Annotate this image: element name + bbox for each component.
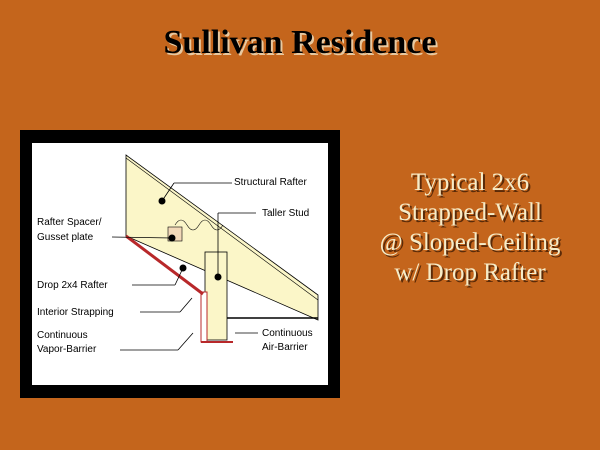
label-taller-stud: Taller Stud (262, 208, 309, 219)
label-air-barrier-1: Continuous (262, 328, 313, 339)
label-vapor-barrier-2: Vapor-Barrier (37, 344, 97, 355)
label-drop-rafter: Drop 2x4 Rafter (37, 280, 108, 291)
label-air-barrier-2: Air-Barrier (262, 342, 308, 353)
interior-strapping (200, 291, 208, 343)
caption-line: Typical 2x6 (410, 169, 530, 196)
slide-caption: Typical 2x6 Strapped-Wall @ Sloped-Ceili… (340, 168, 600, 288)
caption-line: w/ Drop Rafter (394, 259, 546, 286)
label-structural-rafter: Structural Rafter (234, 177, 307, 188)
label-interior-strapping: Interior Strapping (37, 307, 114, 318)
caption-line: Strapped-Wall (398, 199, 542, 226)
diagram-canvas: Structural Rafter Taller Stud Rafter Spa… (32, 143, 328, 385)
taller-stud (204, 251, 228, 341)
wall-section-diagram: Structural Rafter Taller Stud Rafter Spa… (37, 154, 319, 355)
slide-title: Sullivan Residence (163, 24, 437, 61)
label-vapor-barrier-1: Continuous (37, 330, 88, 341)
label-rafter-spacer: Rafter Spacer/ (37, 217, 102, 228)
diagram-frame: Structural Rafter Taller Stud Rafter Spa… (20, 130, 340, 398)
structural-rafter (125, 154, 319, 321)
label-gusset-plate: Gusset plate (37, 232, 94, 243)
insulation (174, 219, 224, 231)
caption-line: @ Sloped-Ceiling (379, 229, 561, 256)
vapor-barrier-line (125, 234, 204, 296)
